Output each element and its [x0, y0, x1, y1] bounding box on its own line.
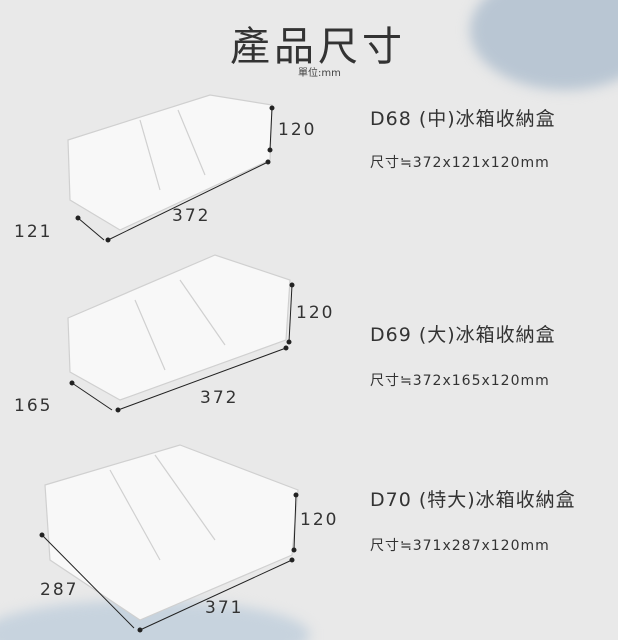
d70-product-name: D70 (特大)冰箱收納盒 [370, 489, 576, 511]
d69-width-label: 372 [200, 388, 239, 408]
d70-height-label: 120 [300, 510, 339, 530]
page-title: 產品尺寸 [230, 24, 406, 70]
d68-depth-label: 121 [14, 222, 53, 242]
d70-depth-label: 287 [40, 580, 79, 600]
d69-size: 尺寸≒372x165x120mm [370, 373, 550, 389]
box-d69 [67, 254, 291, 401]
d68-size: 尺寸≒372x121x120mm [370, 155, 550, 171]
d69-depth-label: 165 [14, 396, 53, 416]
box-d70 [44, 444, 299, 621]
box-d68 [67, 94, 273, 231]
d68-product-name: D68 (中)冰箱收納盒 [370, 108, 556, 130]
d68-width-label: 372 [172, 206, 211, 226]
right-edge [618, 0, 640, 640]
d69-height-label: 120 [296, 303, 335, 323]
unit-label: 單位:mm [298, 68, 341, 79]
d69-product-name: D69 (大)冰箱收納盒 [370, 324, 556, 346]
d68-height-label: 120 [278, 120, 317, 140]
d70-width-label: 371 [205, 598, 244, 618]
d70-size: 尺寸≒371x287x120mm [370, 538, 550, 554]
